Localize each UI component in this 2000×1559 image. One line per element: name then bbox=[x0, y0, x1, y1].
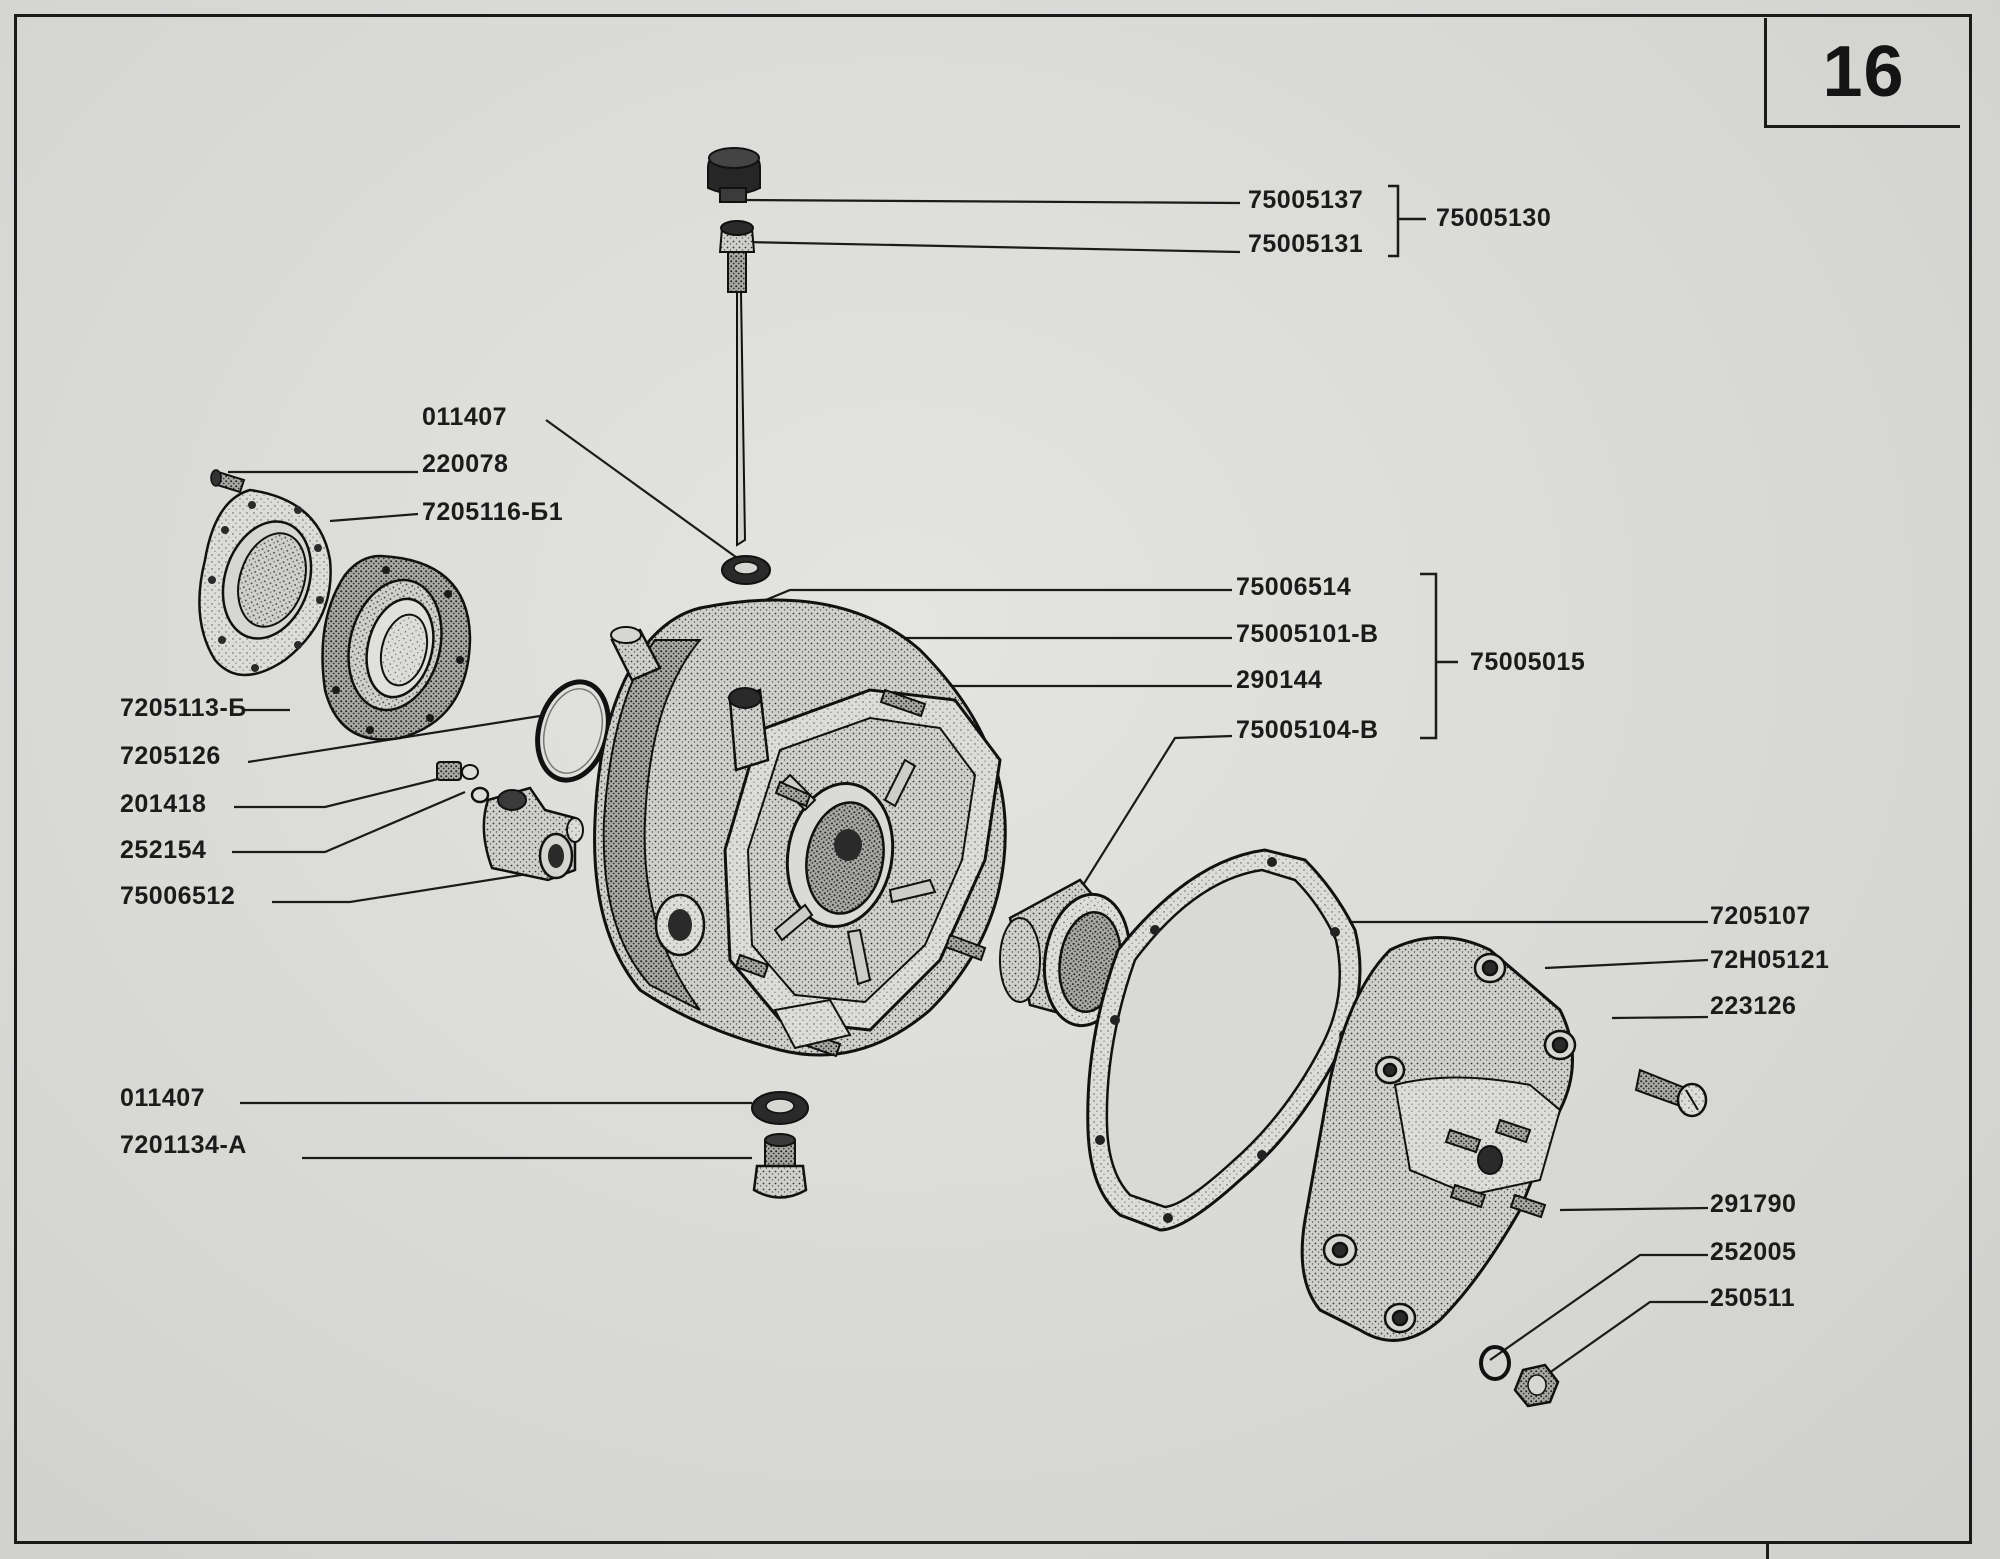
label-cover-stud: 291790 bbox=[1710, 1190, 1797, 1218]
dipstick-drawing bbox=[718, 220, 756, 547]
drain-plug-drawing bbox=[752, 1133, 808, 1199]
seal-plate-drawing bbox=[321, 554, 472, 741]
label-rear-cover: 72Н05121 bbox=[1710, 946, 1830, 974]
label-o-ring: 7205126 bbox=[120, 742, 221, 770]
label-gasket: 7205107 bbox=[1710, 902, 1811, 930]
banjo-fitting-drawing bbox=[482, 786, 584, 882]
label-bushing: 75005104-В bbox=[1236, 716, 1379, 744]
bottom-rule bbox=[14, 1541, 1972, 1544]
banjo-bolt-drawing bbox=[436, 761, 490, 804]
label-dowel: 75006514 bbox=[1236, 573, 1352, 601]
rear-cover-drawing bbox=[1300, 936, 1577, 1342]
page-number-box: 16 bbox=[1764, 18, 1960, 128]
flange-cover-drawing bbox=[198, 488, 332, 677]
nut-drawing bbox=[1513, 1363, 1560, 1408]
label-nut: 250511 bbox=[1710, 1284, 1796, 1312]
screw-small-drawing bbox=[210, 469, 246, 494]
spring-washer-drawing bbox=[1479, 1345, 1511, 1381]
label-spring-washer: 252005 bbox=[1710, 1238, 1797, 1266]
label-washer-small: 201418 bbox=[120, 790, 207, 818]
bottom-rule-tick bbox=[1766, 1541, 1769, 1559]
label-dipstick-assembly: 75005130 bbox=[1436, 204, 1552, 232]
label-seal-plate: 7205113-Б bbox=[120, 694, 247, 722]
label-cover-screw: 223126 bbox=[1710, 992, 1797, 1020]
label-drain-plug: 7201134-А bbox=[120, 1131, 247, 1159]
page-number: 16 bbox=[1822, 31, 1905, 112]
label-cap: 75005137 bbox=[1248, 186, 1364, 214]
label-flange-cover: 7205116-Б1 bbox=[422, 498, 564, 526]
label-screw-small: 220078 bbox=[422, 450, 509, 478]
housing-drawing bbox=[593, 598, 1007, 1058]
label-dipstick: 75005131 bbox=[1248, 230, 1364, 258]
label-banjo-fitting: 75006512 bbox=[120, 882, 236, 910]
group-brackets bbox=[1388, 184, 1458, 740]
leader-lines bbox=[228, 198, 1709, 1391]
dowel-drawing bbox=[610, 626, 662, 682]
washer-bottom-drawing bbox=[751, 1091, 809, 1125]
gasket-drawing bbox=[1086, 848, 1362, 1232]
cover-screw-drawing bbox=[1634, 1068, 1708, 1118]
dipstick-cap-drawing bbox=[707, 146, 761, 203]
label-washer-top: 011407 bbox=[422, 403, 508, 431]
washer-top-drawing bbox=[721, 555, 771, 585]
label-banjo-bolt: 252154 bbox=[120, 836, 207, 864]
label-housing-assembly: 75005015 bbox=[1470, 648, 1586, 676]
label-stud: 290144 bbox=[1236, 666, 1323, 694]
label-washer-bottom: 011407 bbox=[120, 1084, 206, 1112]
label-housing: 75005101-В bbox=[1236, 620, 1379, 648]
